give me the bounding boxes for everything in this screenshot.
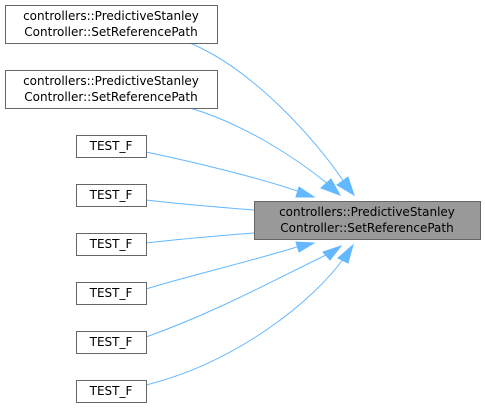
caller-node[interactable]: TEST_F [76, 380, 147, 403]
target-node-box [254, 201, 481, 240]
caller-node-box [76, 331, 147, 354]
caller-node-label-line: TEST_F [89, 139, 133, 153]
call-edge [145, 199, 267, 212]
caller-node[interactable]: TEST_F [76, 135, 147, 158]
arrowhead-icon [295, 186, 316, 198]
arrowhead-icon [322, 244, 343, 261]
caller-node-label-line: controllers::PredictiveStanley [23, 9, 199, 23]
caller-node-label-line: controllers::PredictiveStanley [23, 74, 199, 88]
caller-node-box [76, 184, 147, 207]
call-edge [189, 107, 329, 185]
caller-node[interactable]: TEST_F [76, 184, 147, 207]
caller-node-label-line: TEST_F [89, 188, 133, 202]
call-nodes: controllers::PredictiveStanleyController… [5, 5, 481, 403]
caller-node[interactable]: TEST_F [76, 282, 147, 305]
caller-node-label-line: Controller::SetReferencePath [24, 90, 197, 104]
caller-node[interactable]: controllers::PredictiveStanleyController… [5, 5, 218, 44]
target-node-label-line: controllers::PredictiveStanley [279, 205, 455, 219]
call-edge [145, 253, 329, 338]
arrowhead-icon [337, 243, 354, 264]
caller-node-label-line: TEST_F [89, 335, 133, 349]
arrowhead-icon [336, 176, 355, 197]
caller-node-box [5, 5, 218, 44]
caller-node[interactable]: TEST_F [76, 233, 147, 256]
target-node[interactable]: controllers::PredictiveStanleyController… [254, 201, 481, 240]
call-edge [189, 42, 345, 183]
caller-node[interactable]: controllers::PredictiveStanleyController… [5, 70, 218, 109]
caller-node-label-line: Controller::SetReferencePath [24, 25, 197, 39]
call-edge [145, 151, 301, 193]
call-edge [145, 257, 345, 386]
caller-node-box [76, 380, 147, 403]
call-edge [145, 231, 267, 244]
call-edge [145, 245, 301, 290]
caller-node-box [76, 282, 147, 305]
caller-node-label-line: TEST_F [89, 384, 133, 398]
caller-node-box [5, 70, 218, 109]
target-node-label-line: Controller::SetReferencePath [280, 221, 453, 235]
arrowhead-icon [295, 241, 316, 253]
caller-node-label-line: TEST_F [89, 237, 133, 251]
caller-node-box [76, 135, 147, 158]
caller-node-box [76, 233, 147, 256]
caller-node-label-line: TEST_F [89, 286, 133, 300]
caller-node[interactable]: TEST_F [76, 331, 147, 354]
arrowhead-icon [320, 178, 342, 196]
